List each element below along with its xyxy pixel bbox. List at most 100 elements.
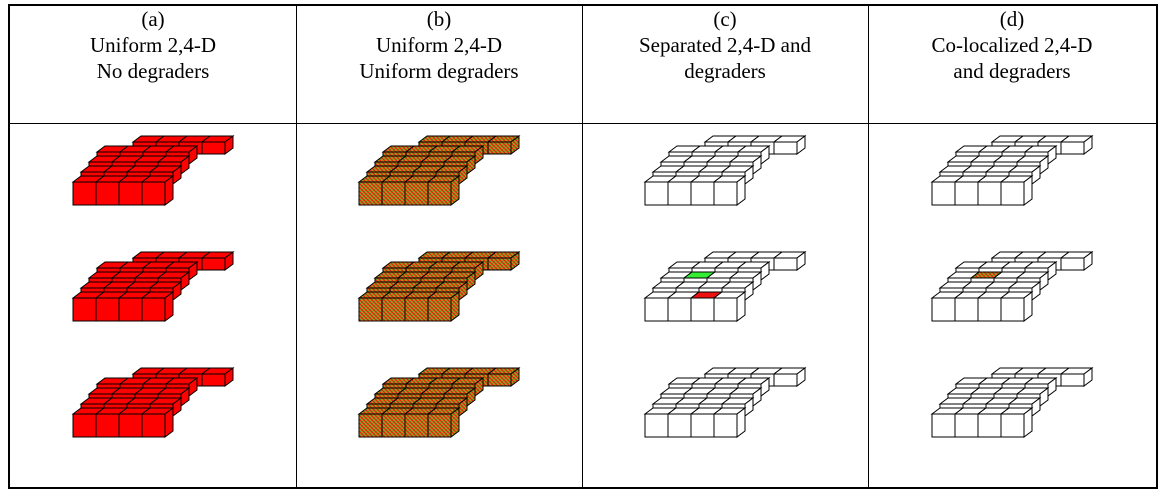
cube-front xyxy=(381,297,406,322)
cube-side xyxy=(224,251,234,271)
cube-side xyxy=(510,135,520,155)
cube-front xyxy=(95,297,120,322)
cube-side xyxy=(450,175,460,206)
cube-front xyxy=(427,413,452,438)
cube-front xyxy=(644,181,669,206)
panel-label: (c) xyxy=(713,7,737,31)
cube-side xyxy=(224,367,234,387)
column-divider xyxy=(296,6,297,487)
cube-front xyxy=(427,297,452,322)
header-line-2: degraders xyxy=(684,59,766,83)
cube-side xyxy=(796,135,806,155)
cube-front xyxy=(141,297,166,322)
cube-front xyxy=(95,181,120,206)
cube-front xyxy=(487,373,512,387)
cube-side xyxy=(164,291,174,322)
panel-c xyxy=(582,128,868,486)
column-header-d: (d) Co-localized 2,4-D and degraders xyxy=(868,6,1156,123)
column-header-a: (a) Uniform 2,4-D No degraders xyxy=(10,6,296,123)
cube-front xyxy=(931,297,956,322)
cube-front xyxy=(690,297,715,322)
cube-front xyxy=(1060,141,1085,155)
figure-table: (a) Uniform 2,4-D No degraders (b) Unifo… xyxy=(8,4,1158,489)
cube-front xyxy=(690,181,715,206)
cube-side xyxy=(796,251,806,271)
header-line-2: Uniform degraders xyxy=(359,59,519,83)
cube-front xyxy=(72,297,97,322)
cube-slab xyxy=(71,251,235,322)
cube-slab xyxy=(357,135,521,206)
cube-slab xyxy=(71,367,235,438)
cube-stacks-a xyxy=(71,135,235,438)
cube-side xyxy=(510,251,520,271)
cube-front xyxy=(1000,181,1025,206)
cube-slab xyxy=(643,135,807,206)
cube-front xyxy=(358,181,383,206)
column-divider xyxy=(868,6,869,487)
cube-slab xyxy=(930,367,1094,438)
cube-front xyxy=(667,181,692,206)
panel-label: (d) xyxy=(999,7,1025,31)
cube-front xyxy=(644,413,669,438)
header-divider xyxy=(10,123,1156,124)
cube-front xyxy=(773,141,798,155)
cube-side xyxy=(164,175,174,206)
cube-front xyxy=(381,413,406,438)
cube-side xyxy=(510,367,520,387)
header-line-1: Uniform 2,4-D xyxy=(376,33,502,57)
cube-front xyxy=(201,373,226,387)
cube-front xyxy=(95,413,120,438)
cube-side xyxy=(450,291,460,322)
cube-front xyxy=(201,257,226,271)
cube-front xyxy=(713,413,738,438)
panel-label: (a) xyxy=(141,7,165,31)
cube-front xyxy=(487,141,512,155)
header-line-1: Co-localized 2,4-D xyxy=(931,33,1093,57)
cube-slab xyxy=(930,135,1094,206)
cube-front xyxy=(773,257,798,271)
cube-front xyxy=(713,181,738,206)
cube-front xyxy=(644,297,669,322)
panel-label: (b) xyxy=(426,7,452,31)
cube-side xyxy=(736,175,746,206)
cube-front xyxy=(1000,297,1025,322)
cube-side xyxy=(1083,367,1093,387)
cube-side xyxy=(450,407,460,438)
cube-front xyxy=(954,297,979,322)
cube-slab xyxy=(930,251,1094,322)
cube-side xyxy=(1083,251,1093,271)
cube-front xyxy=(404,181,429,206)
cube-stacks-c xyxy=(643,135,807,438)
cube-side xyxy=(796,367,806,387)
cube-front xyxy=(977,181,1002,206)
cube-slab xyxy=(71,135,235,206)
cube-front xyxy=(773,373,798,387)
cube-front xyxy=(72,181,97,206)
cube-front xyxy=(381,181,406,206)
cube-front xyxy=(667,297,692,322)
header-line-2: No degraders xyxy=(96,59,210,83)
header-line-2: and degraders xyxy=(953,59,1071,83)
cube-front xyxy=(118,181,143,206)
cube-front xyxy=(1060,257,1085,271)
cube-side xyxy=(736,291,746,322)
cube-side xyxy=(1023,175,1033,206)
cube-front xyxy=(1000,413,1025,438)
cube-side xyxy=(1023,291,1033,322)
column-header-c: (c) Separated 2,4-D and degraders xyxy=(582,6,868,123)
cube-front xyxy=(954,413,979,438)
cube-side xyxy=(736,407,746,438)
panel-b xyxy=(296,128,582,486)
cube-front xyxy=(977,297,1002,322)
cube-stacks-b xyxy=(357,135,521,438)
cube-front xyxy=(404,297,429,322)
cube-front xyxy=(201,141,226,155)
header-line-1: Uniform 2,4-D xyxy=(90,33,216,57)
cube-stacks-d xyxy=(930,135,1094,438)
cube-front xyxy=(954,181,979,206)
cube-slab xyxy=(357,367,521,438)
cube-side xyxy=(224,135,234,155)
cube-front xyxy=(1060,373,1085,387)
cube-front xyxy=(977,413,1002,438)
cube-side xyxy=(1023,407,1033,438)
